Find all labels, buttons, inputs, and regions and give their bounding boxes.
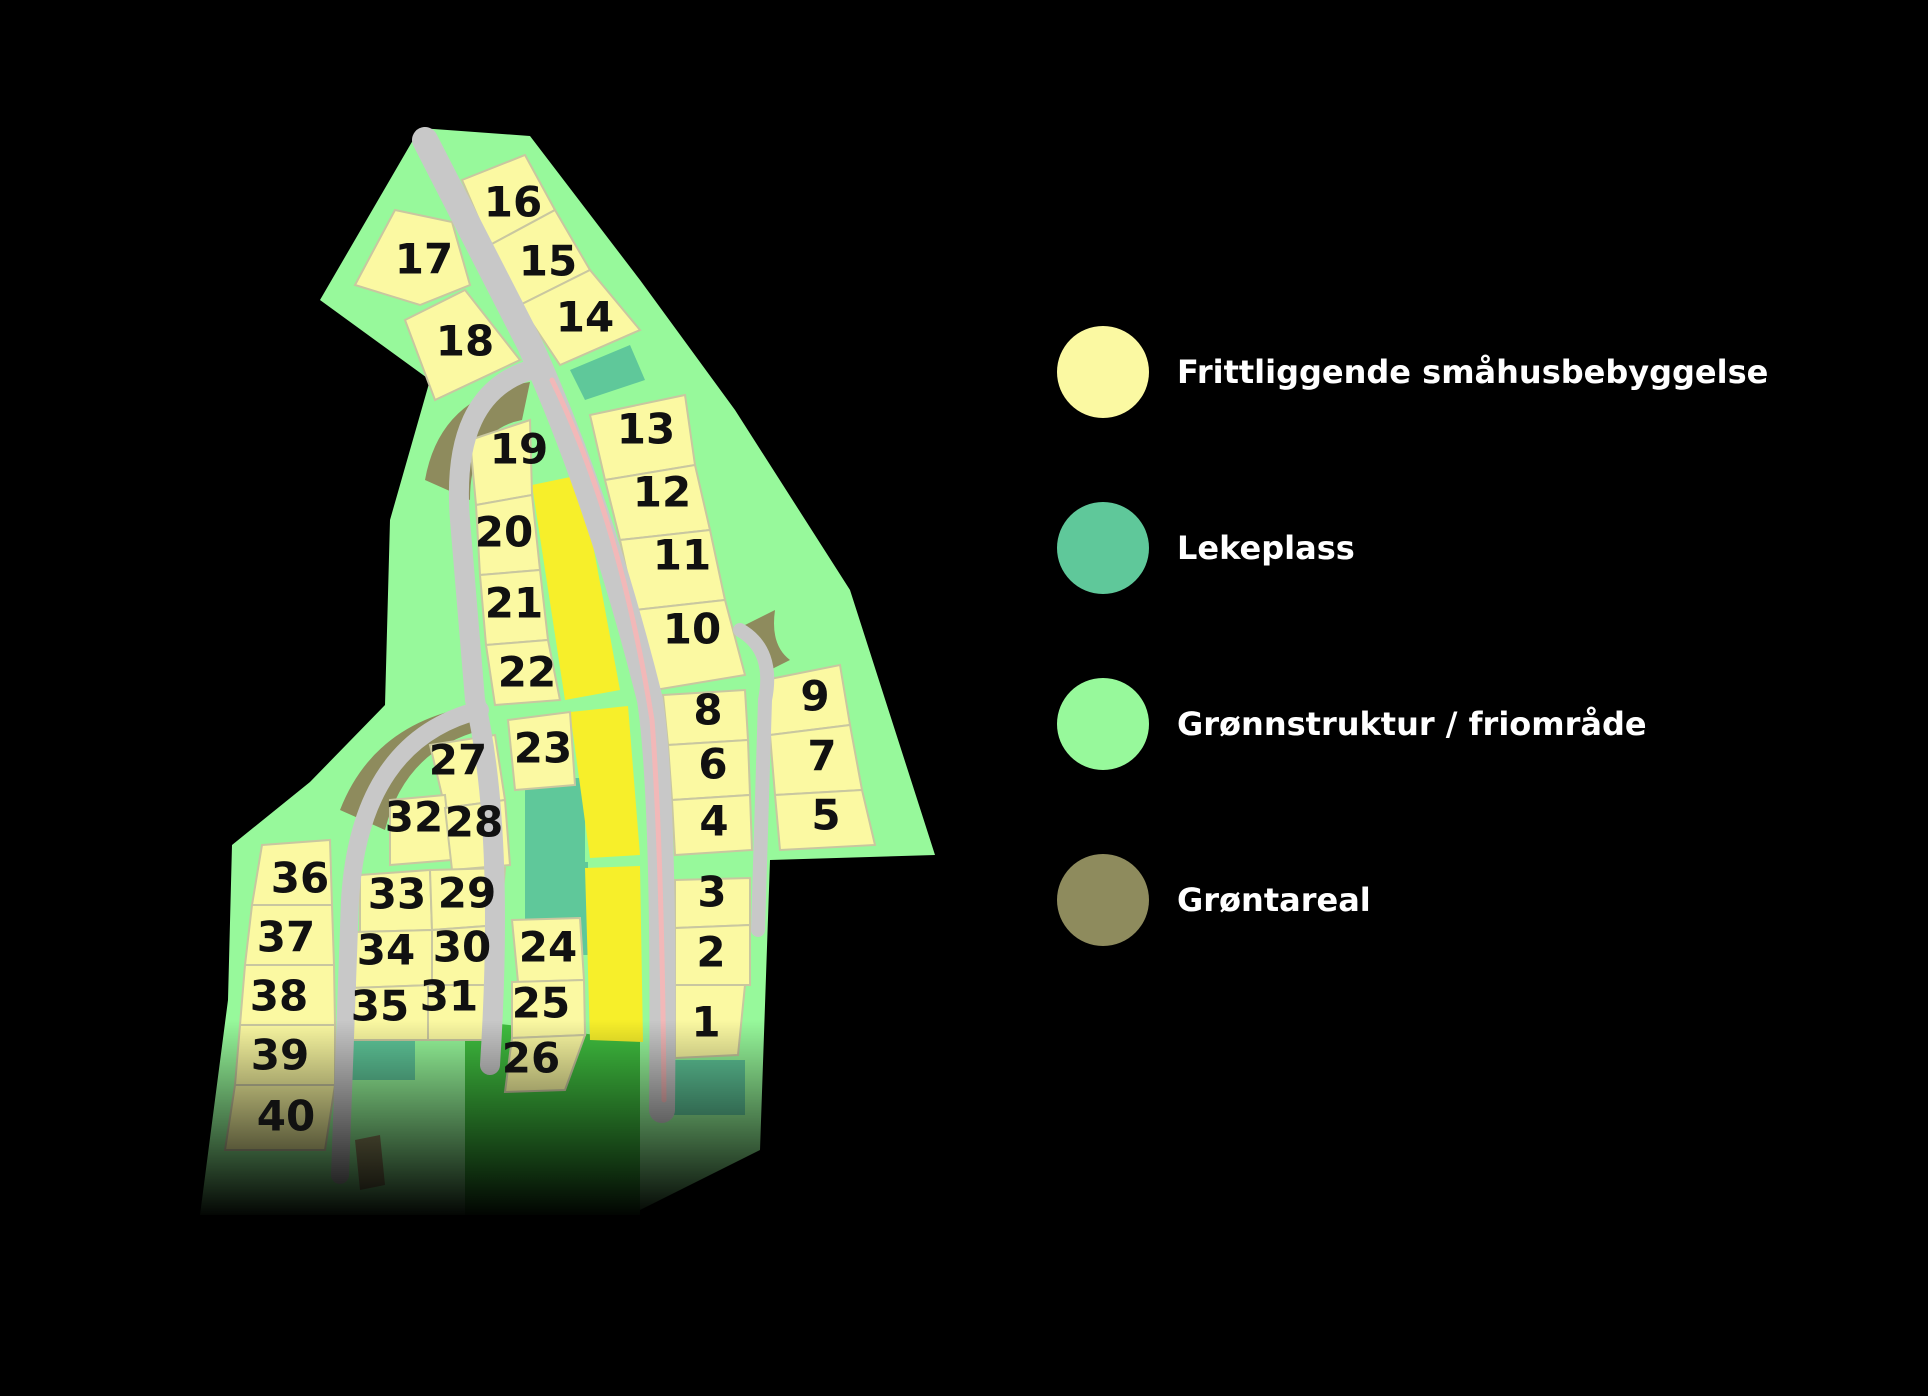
green-structure-swatch-icon: [1057, 678, 1149, 770]
plot-label: 1: [691, 998, 720, 1047]
plot-label: 38: [250, 972, 308, 1021]
plot-label: 34: [357, 926, 415, 975]
plot-label: 36: [271, 854, 329, 903]
plot-label: 2: [696, 928, 725, 977]
residential-swatch-icon: [1057, 326, 1149, 418]
plot-label: 11: [653, 531, 711, 580]
plot-label: 17: [395, 235, 453, 284]
legend-label-green-area: Grøntareal: [1177, 881, 1371, 919]
plot-label: 3: [697, 868, 726, 917]
legend-label-green-structure: Grønnstruktur / friområde: [1177, 705, 1647, 743]
green-area-swatch-icon: [1057, 854, 1149, 946]
legend-label-residential: Frittliggende småhusbebyggelse: [1177, 353, 1769, 391]
plot-label: 19: [490, 425, 548, 474]
plot-label: 28: [445, 798, 503, 847]
bottom-fade: [180, 1020, 900, 1220]
legend-item-playground: Lekeplass: [1057, 502, 1355, 594]
plot-label: 14: [556, 293, 614, 342]
plot-label: 7: [807, 732, 836, 781]
plot-label: 16: [484, 178, 542, 227]
roads: [331, 127, 775, 1184]
plot-label: 22: [498, 648, 556, 697]
plot-label: 15: [519, 237, 577, 286]
plot-label: 6: [698, 740, 727, 789]
plot-label: 4: [699, 797, 728, 846]
plot-label: 35: [351, 982, 409, 1031]
highlighted-plots: [532, 475, 643, 1042]
plot-label: 32: [385, 793, 443, 842]
legend-item-green-area: Grøntareal: [1057, 854, 1371, 946]
plot-label: 23: [514, 724, 572, 773]
plot-label: 40: [257, 1092, 315, 1141]
plot-label: 18: [436, 317, 494, 366]
legend-label-playground: Lekeplass: [1177, 529, 1355, 567]
plot-label: 39: [251, 1031, 309, 1080]
plot-label: 9: [800, 672, 829, 721]
legend-item-green-structure: Grønnstruktur / friområde: [1057, 678, 1647, 770]
plot-label: 33: [368, 870, 426, 919]
plot-label: 27: [429, 736, 487, 785]
legend-item-residential: Frittliggende småhusbebyggelse: [1057, 326, 1768, 418]
plot-label: 21: [485, 579, 543, 628]
plot-label: 25: [512, 979, 570, 1028]
plot-label: 5: [811, 791, 840, 840]
plot-number-labels: 1 2 3 4 5 6 7 8 9 10 11 12 13 14 15 16 1…: [250, 178, 841, 1141]
plot-label: 20: [475, 508, 533, 557]
plot-label: 37: [257, 913, 315, 962]
plot-label: 8: [693, 686, 722, 735]
plot-label: 12: [633, 468, 691, 517]
plot-label: 10: [663, 605, 721, 654]
playground-swatch-icon: [1057, 502, 1149, 594]
plot-label: 30: [433, 923, 491, 972]
plot-label: 26: [502, 1034, 560, 1083]
plot-label: 31: [420, 972, 478, 1021]
plot-label: 13: [617, 405, 675, 454]
plot-label: 29: [438, 869, 496, 918]
plot-label: 24: [519, 923, 577, 972]
